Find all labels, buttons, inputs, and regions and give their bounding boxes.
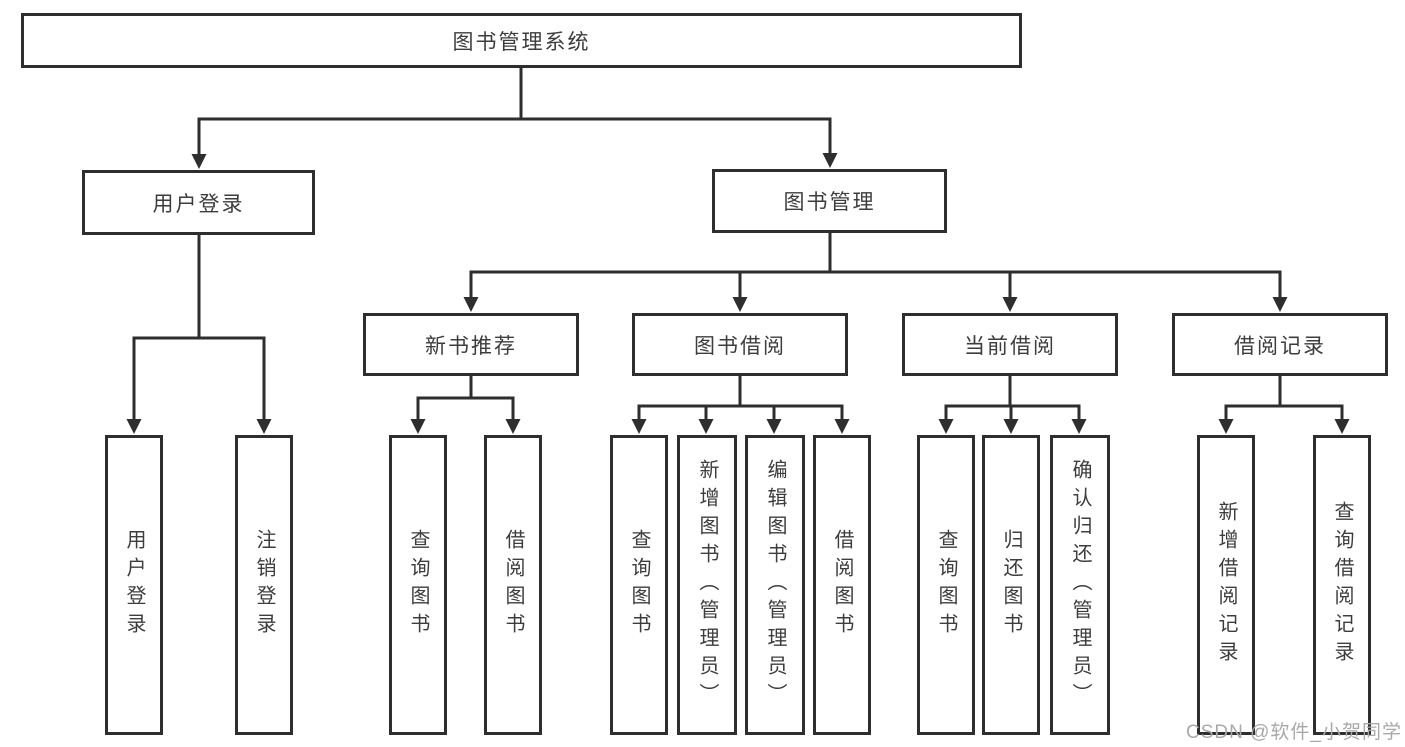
node-label: 借阅图书 [502, 529, 524, 641]
leaf-query-books-recommend: 查询图书 [389, 435, 447, 735]
node-borrowing-records: 借阅记录 [1172, 313, 1388, 376]
leaf-add-borrow-record: 新增借阅记录 [1197, 435, 1255, 735]
leaf-query-borrow-record: 查询借阅记录 [1313, 435, 1371, 735]
leaf-logout: 注销登录 [235, 435, 293, 735]
node-label: 查询图书 [628, 529, 650, 641]
node-new-book-recommendation: 新书推荐 [363, 313, 579, 376]
node-label: 图书管理 [783, 191, 876, 214]
node-user-login: 用户登录 [82, 170, 315, 235]
node-label: 当前借阅 [964, 334, 1056, 358]
leaf-query-books-current: 查询图书 [917, 435, 975, 735]
node-label: 新增借阅记录 [1215, 501, 1237, 669]
node-label: 查询图书 [407, 529, 429, 641]
node-library-management-system: 图书管理系统 [21, 13, 1022, 68]
node-book-management: 图书管理 [712, 169, 947, 233]
node-label: 借阅图书 [831, 529, 853, 641]
node-label: 新增图书（管理员） [696, 459, 718, 711]
leaf-user-login: 用户登录 [105, 435, 163, 735]
node-label: 注销登录 [253, 529, 275, 641]
node-current-borrowing: 当前借阅 [902, 313, 1118, 376]
node-label: 新书推荐 [425, 334, 517, 358]
leaf-borrow-books: 借阅图书 [813, 435, 871, 735]
watermark: CSDN @软件_小贺同学 [1186, 722, 1402, 743]
leaf-add-books-admin: 新增图书（管理员） [677, 435, 737, 735]
node-label: 借阅记录 [1234, 334, 1326, 358]
node-label: 图书借阅 [694, 334, 786, 358]
node-book-borrowing: 图书借阅 [632, 313, 848, 376]
leaf-query-books-borrowing: 查询图书 [610, 435, 668, 735]
leaf-borrow-books-recommend: 借阅图书 [484, 435, 542, 735]
node-label: 图书管理系统 [452, 30, 591, 54]
node-label: 用户登录 [123, 529, 145, 641]
leaf-edit-books-admin: 编辑图书（管理员） [745, 435, 805, 735]
leaf-return-books: 归还图书 [982, 435, 1040, 735]
node-label: 归还图书 [1000, 529, 1022, 641]
node-label: 编辑图书（管理员） [764, 459, 786, 711]
node-label: 查询借阅记录 [1331, 501, 1353, 669]
node-label: 用户登录 [152, 192, 245, 216]
node-label: 查询图书 [935, 529, 957, 641]
leaf-confirm-return-admin: 确认归还（管理员） [1050, 435, 1110, 735]
node-label: 确认归还（管理员） [1069, 459, 1091, 711]
